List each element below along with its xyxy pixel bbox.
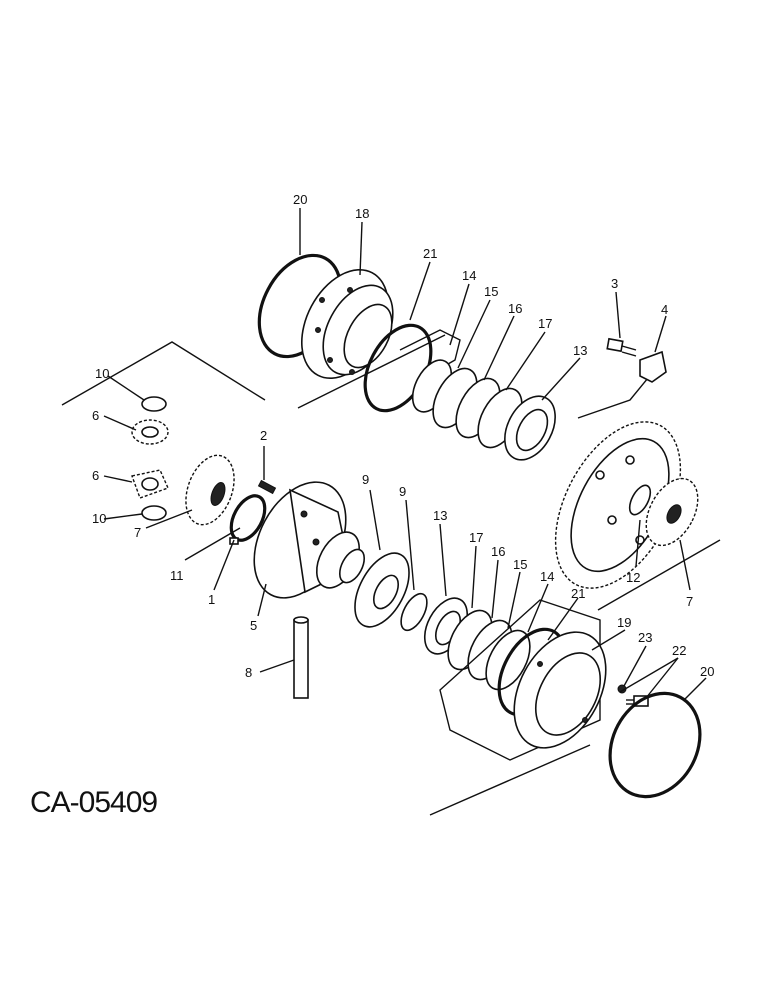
right-group-bracket-top (577, 377, 649, 419)
callout-6-top: 6 (92, 408, 99, 423)
callout-21: 21 (423, 246, 437, 261)
piston-housing-upper (300, 268, 394, 380)
callout-19: 19 (617, 615, 631, 630)
lock-plate (639, 350, 667, 383)
callout-23: 23 (638, 630, 652, 645)
callout-9-bottom: 10 (92, 511, 106, 526)
thrust-washer-top (141, 396, 167, 412)
callout-16: 16 (508, 301, 522, 316)
snap-ring-lower (400, 592, 428, 632)
callout-6-middle: 6 (92, 468, 99, 483)
callout-17: 17 (538, 316, 552, 331)
leader-lines (103, 208, 707, 701)
bearing-upper (504, 395, 556, 461)
upper-clutch-bracket (297, 334, 446, 409)
left-gear-group-bracket (61, 341, 266, 406)
callout-16-lower: 16 (491, 544, 505, 559)
pinion-gear-top (131, 419, 169, 445)
callout-12: 9 (399, 484, 406, 499)
callout-2: 2 (260, 428, 267, 443)
callout-4: 4 (661, 302, 668, 317)
callout-10-right: 12 (626, 570, 640, 585)
spring-pin (257, 479, 277, 495)
pinion-gear-middle (131, 469, 169, 499)
callout-20-lower: 20 (700, 664, 714, 679)
callout-15: 15 (484, 284, 498, 299)
callout-1: 1 (208, 592, 215, 607)
callout-8: 8 (245, 665, 252, 680)
o-ring-lower (608, 691, 702, 799)
callout-14-lower: 14 (540, 569, 554, 584)
callout-5: 5 (250, 618, 257, 633)
thrust-washer-bottom (141, 505, 167, 521)
callout-3: 3 (611, 276, 618, 291)
callout-labels: 20 18 21 14 15 16 17 13 3 4 10 6 6 10 7 … (92, 192, 714, 680)
differential-case (253, 481, 366, 599)
right-group-bracket-bottom (597, 539, 721, 611)
callout-13-lower: 13 (433, 508, 447, 523)
callout-17-lower: 17 (469, 530, 483, 545)
callout-18: 18 (355, 206, 369, 221)
callout-22: 22 (672, 643, 686, 658)
callout-21-lower: 21 (571, 586, 585, 601)
thrust-washer-right (628, 484, 652, 516)
lower-housing-bracket (429, 744, 591, 816)
side-gear-right (645, 477, 699, 547)
callout-7-right: 7 (686, 594, 693, 609)
piston-housing-lower (513, 631, 607, 749)
callout-7-left: 7 (134, 525, 141, 540)
callout-20: 20 (293, 192, 307, 207)
callout-15-lower: 15 (513, 557, 527, 572)
callout-14: 14 (462, 268, 476, 283)
side-gear-left (185, 454, 235, 526)
callout-11: 9 (362, 472, 369, 487)
bracket-lines (61, 334, 721, 816)
clutch-hub (354, 552, 410, 628)
callout-10-left: 11 (170, 568, 184, 583)
cross-shaft (293, 616, 309, 699)
callout-9-top: 10 (95, 366, 109, 381)
callout-13: 13 (573, 343, 587, 358)
drawing-code: CA-05409 (30, 786, 157, 819)
bolt (606, 337, 637, 357)
differential-housing-lower (439, 599, 601, 761)
